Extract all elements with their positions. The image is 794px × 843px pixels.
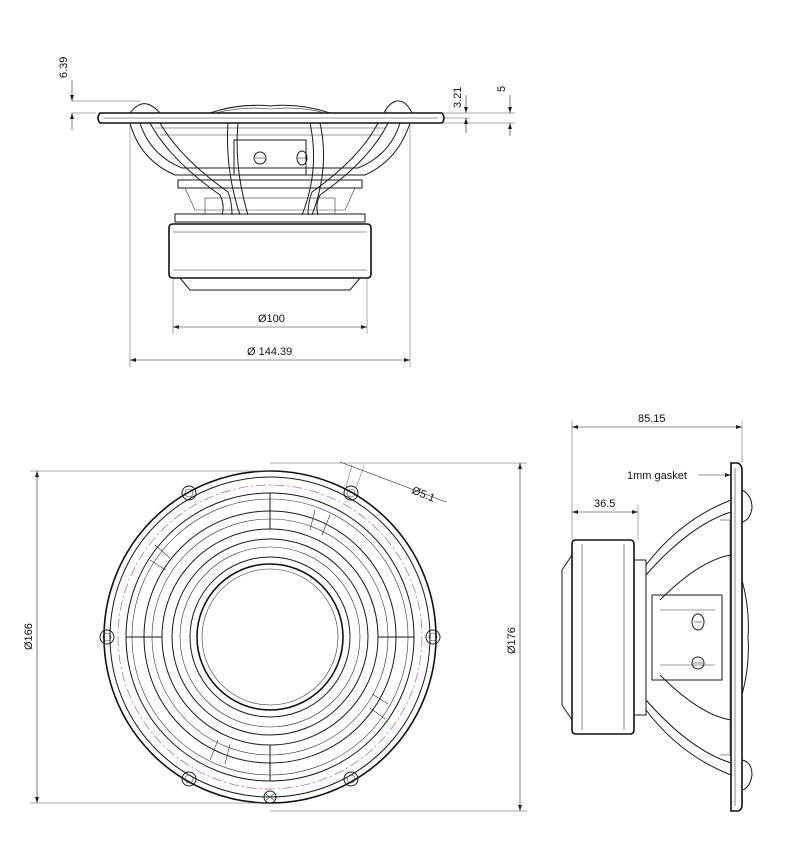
side-profile-view (561, 420, 753, 812)
dim-rim-height: 5 (496, 86, 508, 92)
side-elevation-view (70, 80, 515, 367)
gasket-note: 1mm gasket (627, 470, 687, 482)
dim-magnet-depth: 36.5 (594, 498, 615, 510)
dim-basket-diameter: Ø 144.39 (247, 346, 292, 358)
dim-flange-thickness: 3.21 (452, 87, 464, 108)
dim-hole-diameter: Ø5.1 (410, 485, 437, 505)
dim-flange-offset: 6.39 (58, 57, 70, 78)
dim-overall-depth: 85.15 (638, 413, 666, 425)
front-view (30, 461, 527, 812)
dim-bolt-circle: Ø166 (23, 623, 35, 650)
dim-magnet-diameter: Ø100 (258, 313, 285, 325)
dim-outer-diameter: Ø176 (506, 627, 518, 654)
